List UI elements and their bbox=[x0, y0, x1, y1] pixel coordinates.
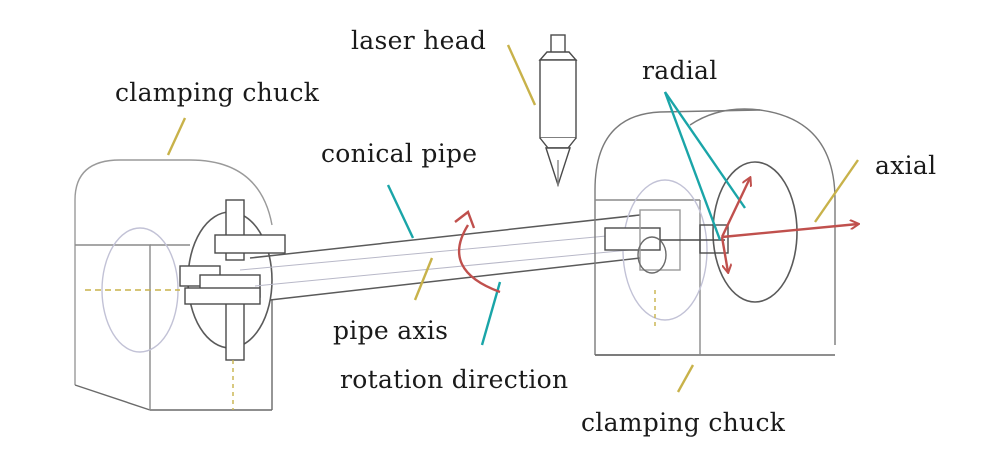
label-clamping-chuck-left: clamping chuck bbox=[115, 78, 320, 107]
label-conical-pipe: conical pipe bbox=[321, 139, 478, 168]
rotation-arc bbox=[458, 224, 501, 294]
label-rotation-direction: rotation direction bbox=[340, 365, 569, 394]
leader-radial-1 bbox=[664, 91, 746, 209]
leader-rotation-direction bbox=[480, 281, 502, 346]
label-pipe-axis: pipe axis bbox=[333, 316, 449, 345]
leader-lines bbox=[166, 44, 859, 393]
label-clamping-chuck-right: clamping chuck bbox=[581, 408, 786, 437]
leader-conical-pipe bbox=[386, 184, 415, 239]
label-axial: axial bbox=[875, 151, 937, 180]
left-clamping-chuck bbox=[74, 159, 286, 411]
label-radial: radial bbox=[642, 56, 718, 85]
right-clamping-chuck bbox=[594, 108, 836, 356]
rotation-arrowhead bbox=[454, 210, 476, 229]
radial-arrow-up bbox=[720, 178, 750, 238]
leader-pipe-axis bbox=[413, 257, 434, 301]
radial-arrow-down bbox=[720, 236, 728, 272]
label-laser-head: laser head bbox=[351, 26, 487, 55]
leader-right-chuck bbox=[676, 364, 695, 393]
leader-axial bbox=[814, 159, 859, 223]
axial-arrow bbox=[721, 224, 858, 239]
conical-pipe bbox=[239, 214, 651, 301]
leader-laser-head bbox=[506, 44, 537, 106]
leader-left-chuck bbox=[166, 117, 187, 156]
leader-radial-2 bbox=[663, 91, 722, 241]
laser-head bbox=[538, 34, 578, 188]
